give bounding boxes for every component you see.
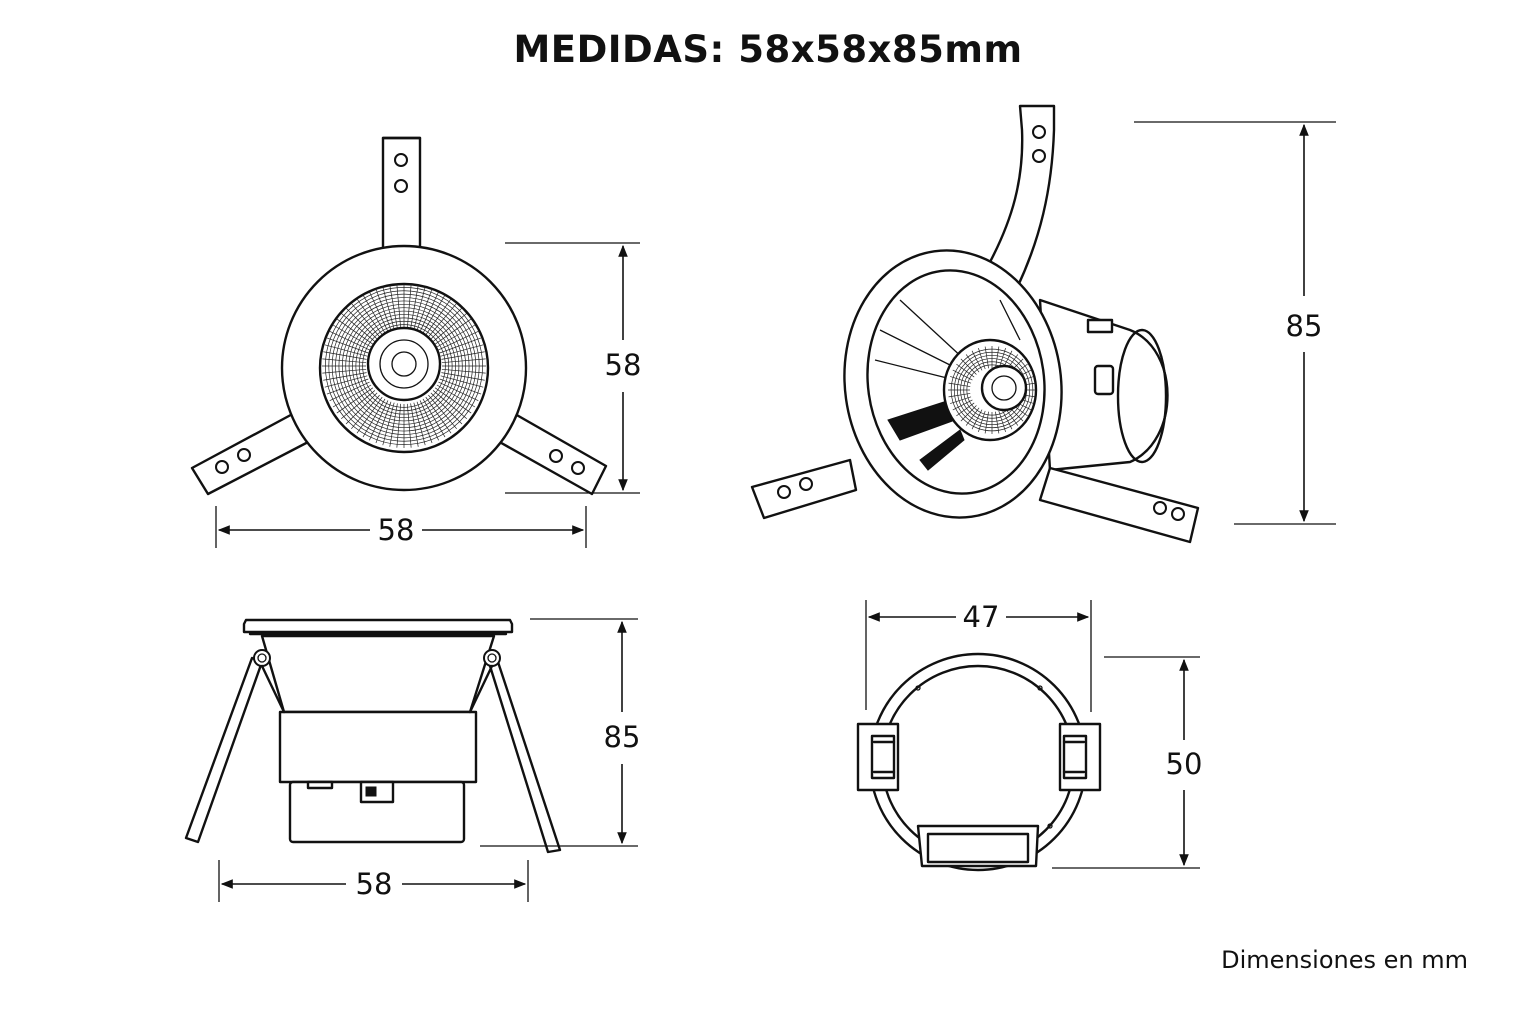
perspective-lens xyxy=(980,364,1028,412)
perspective-height-dimension: 85 xyxy=(1134,121,1336,525)
front-height-label: 58 xyxy=(605,348,642,382)
side-left-spring xyxy=(184,649,286,844)
side-width-dimension: 58 xyxy=(218,860,529,902)
front-width-dimension: 58 xyxy=(215,506,587,548)
front-view: 58 58 xyxy=(190,136,642,548)
front-honeycomb-mesh xyxy=(322,284,486,448)
perspective-right-clip xyxy=(1038,466,1200,544)
back-width-dimension: 47 xyxy=(865,600,1092,712)
side-height-dimension: 85 xyxy=(480,618,641,847)
front-width-label: 58 xyxy=(378,513,415,547)
side-right-spring xyxy=(468,649,562,854)
back-left-clip xyxy=(856,722,900,792)
page-title: MEDIDAS: 58x58x85mm xyxy=(513,28,1023,71)
side-body xyxy=(278,710,478,784)
perspective-left-clip xyxy=(750,458,858,520)
back-right-clip xyxy=(1058,722,1102,792)
perspective-rear-housing xyxy=(1038,298,1169,472)
side-reflector-cone xyxy=(260,634,496,714)
front-height-dimension: 58 xyxy=(505,242,642,494)
perspective-height-label: 85 xyxy=(1286,309,1323,343)
side-height-label: 85 xyxy=(604,720,641,754)
side-flange xyxy=(242,618,514,634)
back-height-dimension: 50 xyxy=(1052,656,1203,869)
side-view: 85 58 xyxy=(184,618,641,902)
front-top-clip xyxy=(381,136,422,252)
perspective-reflector xyxy=(874,299,1021,471)
back-width-label: 47 xyxy=(963,600,1000,634)
back-view: 47 50 xyxy=(856,600,1203,872)
side-width-label: 58 xyxy=(356,867,393,901)
back-height-label: 50 xyxy=(1166,747,1203,781)
perspective-top-clip xyxy=(988,104,1056,292)
perspective-view: 85 xyxy=(750,104,1336,544)
back-bottom-bracket xyxy=(916,824,1040,868)
front-lens xyxy=(366,326,442,402)
units-note: Dimensiones en mm xyxy=(1221,946,1468,974)
